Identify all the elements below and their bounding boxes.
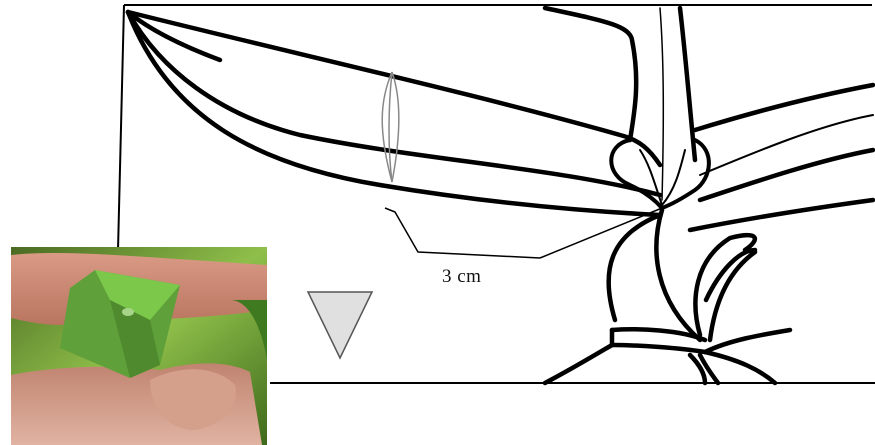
- scale-label: 3 cm: [442, 266, 481, 288]
- leaf-cross-section: [382, 72, 399, 182]
- lower-bud: [695, 235, 755, 340]
- long-leaf: [128, 12, 660, 215]
- triangle-cross-section-icon: [308, 292, 372, 358]
- scale-bar: [385, 208, 662, 258]
- stem-photo-inset: [11, 247, 267, 445]
- stem-collar: [545, 329, 790, 383]
- right-leaf: [690, 85, 873, 230]
